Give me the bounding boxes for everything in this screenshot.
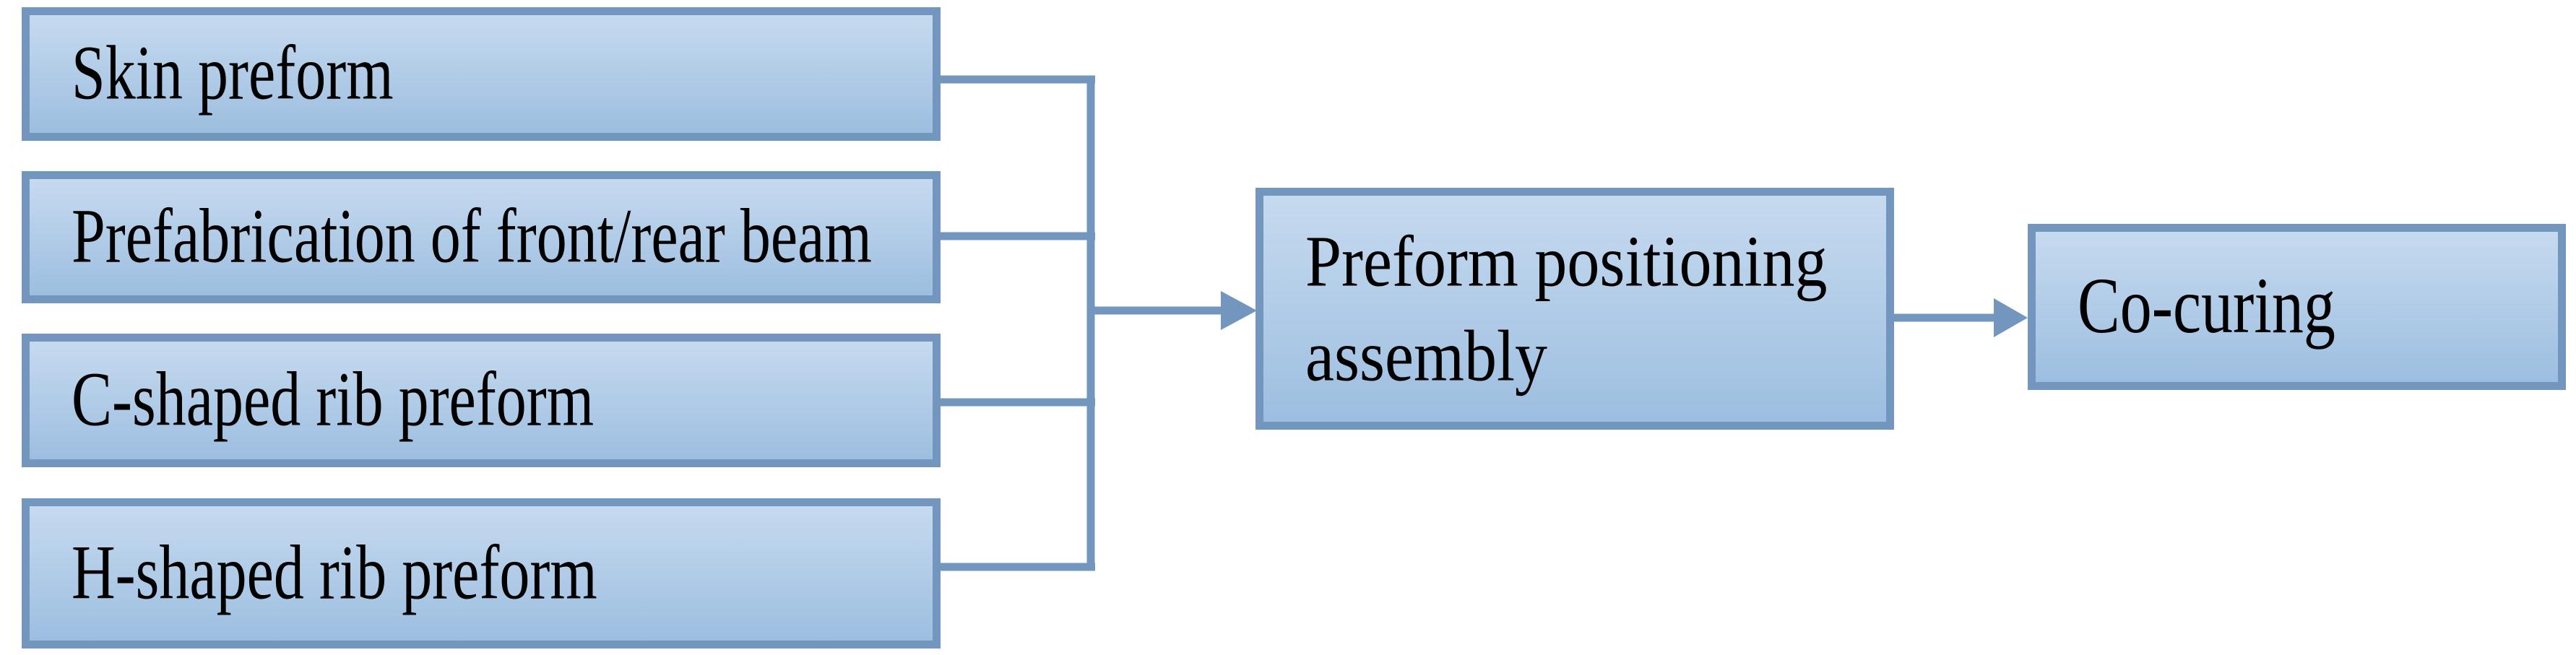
node-skin-preform-label: Skin preform [72,30,394,116]
arrowhead-to-co-curing [1994,298,2028,337]
node-skin-preform: Skin preform [22,7,941,141]
node-preform-positioning-assembly: Preform positioning assembly [1255,188,1894,430]
node-front-rear-beam-label: Prefabrication of front/rear beam [72,193,872,279]
node-c-shaped-rib-label: C-shaped rib preform [72,356,595,443]
node-h-shaped-rib-label: H-shaped rib preform [72,529,597,616]
node-front-rear-beam: Prefabrication of front/rear beam [22,171,941,303]
node-c-shaped-rib: C-shaped rib preform [22,334,941,467]
node-h-shaped-rib: H-shaped rib preform [22,498,941,649]
node-co-curing-label: Co-curing [2078,263,2335,351]
node-preform-positioning-assembly-label: Preform positioning assembly [1305,221,1828,396]
node-co-curing: Co-curing [2028,224,2566,390]
arrowhead-to-assembly [1221,291,1257,330]
